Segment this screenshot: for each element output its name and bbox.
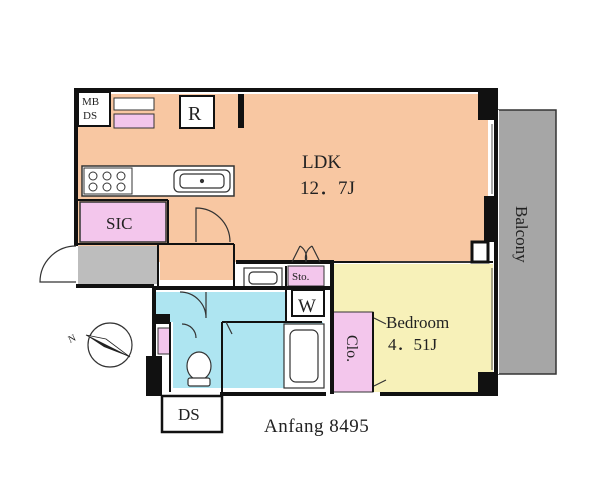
- bedroom-size: 4．51J: [388, 335, 437, 354]
- upper-shelf: [113, 97, 155, 111]
- mbds-label-1: MB: [82, 96, 99, 108]
- balcony-area: [497, 109, 557, 375]
- inner-wall-bath: [220, 392, 326, 396]
- toilet-door-swing: [181, 323, 197, 339]
- bathtub-icon: [283, 323, 325, 389]
- ds-label: DS: [178, 405, 200, 424]
- fridge-box: [179, 95, 215, 129]
- balcony-label: Balcony: [512, 206, 531, 263]
- sic-room: [79, 201, 167, 243]
- ldk-label: LDK: [302, 152, 341, 173]
- entrance-area: [78, 246, 158, 284]
- storage-label: Sto.: [292, 271, 310, 283]
- toilet-icon: [186, 351, 212, 387]
- outer-wall: [74, 88, 498, 264]
- bath-door: [225, 321, 233, 335]
- stove-icon: [83, 167, 133, 195]
- sink-icon: [173, 169, 231, 193]
- property-caption: Anfang 8495: [264, 416, 370, 437]
- storage-door-right: [304, 245, 321, 263]
- sic-label: SIC: [106, 214, 132, 233]
- kitchen-lower-area: [160, 242, 234, 280]
- washroom-area: [156, 292, 286, 322]
- ds-box: [160, 394, 224, 434]
- mbds-box: [77, 91, 111, 127]
- north-compass-icon: N: [67, 322, 133, 368]
- ldk-size: 12．7J: [300, 178, 355, 199]
- wash-basin-icon: [243, 267, 283, 289]
- washer-label: W: [298, 296, 316, 317]
- toilet-storage-strip: [157, 327, 171, 355]
- closet-room: [332, 311, 374, 393]
- entry-door-swing: [39, 245, 77, 283]
- closet-label: Clo.: [343, 335, 360, 362]
- sic-door-swing: [195, 207, 231, 243]
- bedroom-label: Bedroom: [386, 313, 449, 332]
- wash-door-swing: [179, 291, 207, 319]
- closet-door: [373, 317, 387, 387]
- fridge-label: R: [188, 103, 202, 125]
- svg-text:N: N: [67, 333, 78, 346]
- washer-box: [291, 289, 325, 317]
- mbds-storage-strip: [113, 113, 155, 129]
- mbds-label-2: DS: [83, 110, 97, 122]
- outer-wall-bottom: [236, 260, 334, 394]
